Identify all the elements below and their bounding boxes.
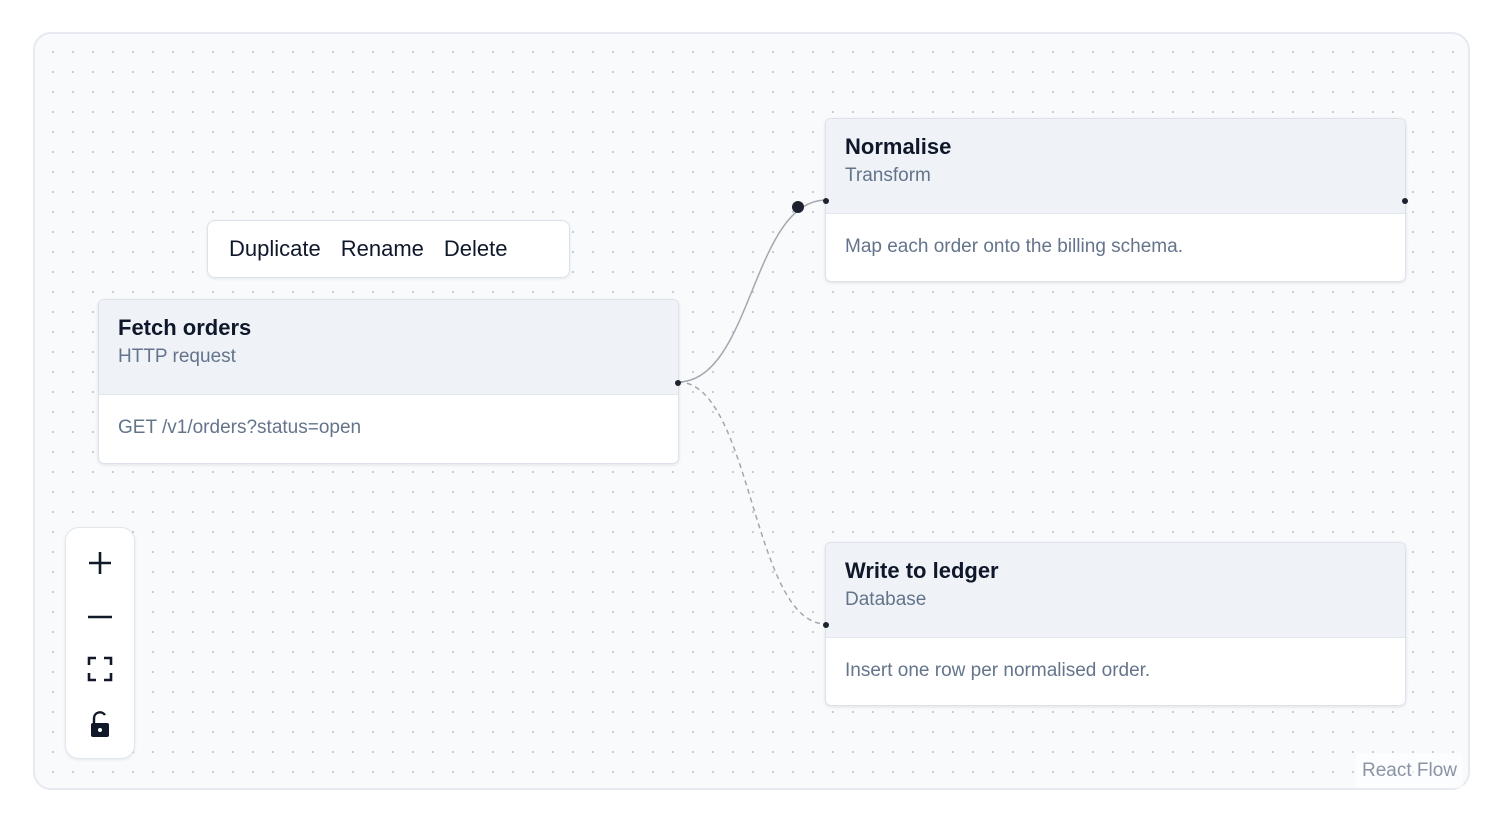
react-flow-attribution[interactable]: React Flow [1356,753,1464,788]
unlock-icon [91,711,109,737]
node-subtitle: Database [845,589,927,610]
target-handle[interactable] [823,622,829,628]
toggle-interactivity-button[interactable] [66,698,134,752]
node-header: Fetch orders HTTP request [99,300,678,395]
node-write-to-ledger[interactable]: Write to ledger Database Insert one row … [823,542,1406,706]
fit-view-icon [87,656,113,682]
node-header: Write to ledger Database [826,543,1405,638]
node-title: Write to ledger [845,558,999,583]
flow-controls [65,527,135,759]
node-title: Normalise [845,134,952,159]
node-toolbar: Duplicate Rename Delete [207,220,570,278]
rename-button[interactable]: Rename [331,229,434,269]
node-subtitle: Transform [845,165,931,186]
target-handle[interactable] [823,198,829,204]
duplicate-button[interactable]: Duplicate [219,229,331,269]
node-normalise[interactable]: Normalise Transform Map each order onto … [823,118,1408,282]
zoom-in-button[interactable] [66,536,134,590]
node-subtitle: HTTP request [118,346,236,367]
node-body: Insert one row per normalised order. [845,660,1151,681]
plus-icon [89,552,111,574]
node-header: Normalise Transform [826,119,1405,214]
zoom-out-button[interactable] [66,590,134,644]
source-handle[interactable] [1402,198,1408,204]
fit-view-button[interactable] [66,642,134,696]
minus-icon [88,615,112,619]
node-title: Fetch orders [118,315,252,340]
node-body: GET /v1/orders?status=open [118,417,362,438]
node-body: Map each order onto the billing schema. [845,236,1183,257]
node-fetch-orders[interactable]: Fetch orders HTTP request GET /v1/orders… [98,299,681,464]
source-handle[interactable] [675,380,681,386]
delete-button[interactable]: Delete [434,229,518,269]
